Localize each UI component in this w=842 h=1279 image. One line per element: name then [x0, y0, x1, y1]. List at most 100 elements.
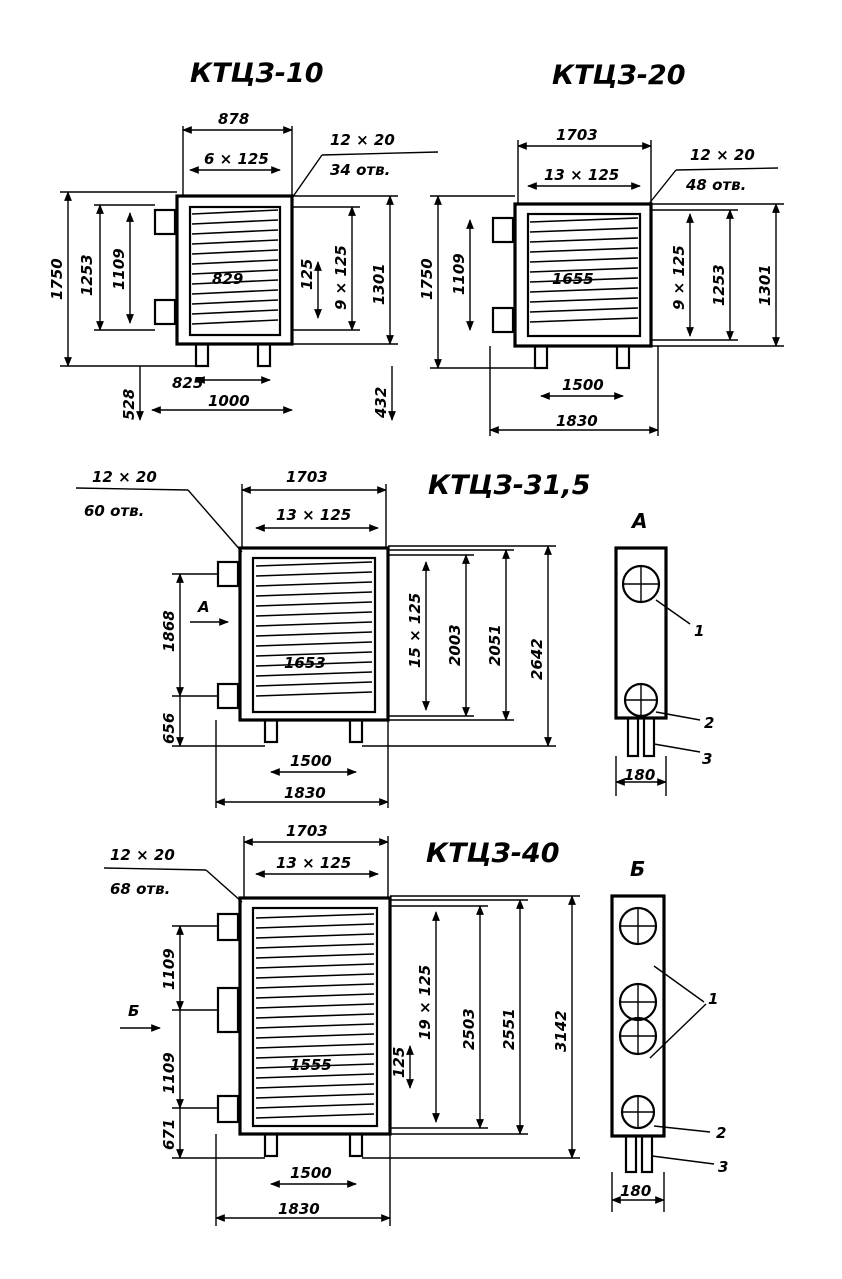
fin-hatching — [255, 913, 375, 1119]
unit-title: КТЦЗ-20 — [552, 60, 686, 91]
dim-inner-width: 1655 — [552, 270, 594, 288]
flange-outlet — [153, 298, 177, 326]
dim-width-total: 1703 — [286, 468, 328, 486]
dim-height-c: 1301 — [756, 264, 774, 306]
dim-height-top-left: 1109 — [160, 948, 178, 990]
support-foot — [194, 342, 210, 368]
dim-pitch-horiz: 13 × 125 — [276, 506, 351, 524]
flange-inlet — [491, 216, 515, 244]
support-foot — [263, 718, 279, 744]
unit-body — [513, 202, 653, 348]
support-foot — [256, 342, 272, 368]
unit-title: КТЦЗ-40 — [426, 838, 560, 869]
dim-height-c: 1301 — [370, 263, 388, 305]
dim-width-total: 1703 — [286, 822, 328, 840]
dim-pitch-horiz: 6 × 125 — [204, 150, 269, 168]
dim-height-b: 2551 — [500, 1008, 518, 1050]
dim-holes-size: 12 × 20 — [110, 846, 175, 864]
flange-outlet — [216, 682, 240, 710]
support-foot — [263, 1132, 279, 1158]
dim-height-a: 2503 — [460, 1008, 478, 1050]
dim-holes-size: 12 × 20 — [92, 468, 157, 486]
dim-pitch-vert: 19 × 125 — [416, 965, 434, 1040]
tube-bundle — [251, 906, 379, 1128]
dim-holes-count: 60 отв. — [84, 502, 144, 520]
dim-height-a: 2003 — [446, 624, 464, 666]
dim-holes-size: 12 × 20 — [690, 146, 755, 164]
flange-middle — [216, 986, 240, 1034]
support-foot — [348, 718, 364, 744]
dim-bottom-offset: 825 — [172, 374, 203, 392]
dim-holes-size: 12 × 20 — [330, 131, 395, 149]
side-view-frame — [610, 894, 666, 1138]
view-marker-a: А — [197, 598, 210, 616]
dim-bottom-inner: 1500 — [290, 752, 332, 770]
unit-ktcz-40: КТЦЗ-40 1703 13 × 125 12 × 20 68 отв. — [103, 822, 580, 1226]
dim-pitch-vert: 9 × 125 — [332, 245, 350, 310]
support-leg — [626, 716, 640, 758]
callout-1: 1 — [694, 622, 704, 640]
unit-body — [238, 896, 392, 1136]
side-view-marker: Б — [630, 857, 645, 881]
dim-height-c: 2642 — [528, 638, 546, 680]
callout-2: 2 — [704, 714, 714, 732]
flange-inlet — [216, 560, 240, 588]
unit-body — [175, 194, 294, 346]
tube-bundle — [526, 212, 642, 338]
dim-pitch-vert: 15 × 125 — [406, 593, 424, 668]
dim-pitch-vert: 9 × 125 — [670, 245, 688, 310]
dim-height-total: 1750 — [418, 258, 436, 300]
unit-ktcz-31-5: КТЦЗ-31,5 1703 13 × 125 12 × 20 60 отв. … — [75, 468, 591, 808]
tube-bundle — [251, 556, 377, 714]
unit-ktcz-20: КТЦЗ-20 1703 13 × 125 12 × 20 48 отв. 17… — [418, 60, 784, 436]
dim-holes-count: 48 отв. — [685, 176, 746, 194]
flange-outlet — [216, 1094, 240, 1124]
fin-hatching — [191, 209, 279, 325]
dim-inner-width: 1555 — [290, 1056, 332, 1074]
dim-height-b: 1109 — [110, 248, 128, 290]
tube-bundle — [188, 205, 282, 337]
callout-3: 3 — [702, 750, 712, 768]
dim-inner-width: 1653 — [284, 654, 326, 672]
dim-height-a: 1253 — [710, 264, 728, 306]
callout-3: 3 — [718, 1158, 728, 1176]
dim-height-total: 1750 — [48, 258, 66, 300]
fin-hatching — [529, 217, 639, 323]
flange-inlet — [216, 912, 240, 942]
callout-2: 2 — [716, 1124, 726, 1142]
dim-pitch-horiz: 13 × 125 — [544, 166, 619, 184]
dim-side-width: 180 — [624, 766, 655, 784]
dim-height-left: 1868 — [160, 610, 178, 652]
dim-holes-count: 68 отв. — [110, 880, 170, 898]
dim-bottom-width: 1000 — [208, 392, 250, 410]
unit-body — [238, 546, 390, 722]
dim-pitch-small: 125 — [298, 259, 316, 290]
dim-bottom-width: 1830 — [556, 412, 598, 430]
dim-pitch-small: 125 — [390, 1047, 408, 1078]
dim-inner-width: 829 — [212, 270, 243, 288]
dim-height-mid-left: 1109 — [160, 1052, 178, 1094]
dim-pitch-horiz: 13 × 125 — [276, 854, 351, 872]
side-view-marker: А — [630, 509, 647, 533]
dim-height-bottom-left: 671 — [160, 1119, 178, 1150]
unit-title: КТЦЗ-31,5 — [428, 470, 591, 501]
support-foot — [348, 1132, 364, 1158]
flange-inlet — [153, 208, 177, 236]
dim-height-b: 1109 — [450, 253, 468, 295]
dim-width-total: 1703 — [556, 126, 598, 144]
dim-width-total: 878 — [218, 110, 249, 128]
dim-height-b: 2051 — [486, 624, 504, 666]
dim-bottom-left: 528 — [120, 389, 138, 420]
dim-bottom-right: 432 — [372, 387, 390, 419]
flange-outlet — [491, 306, 515, 334]
view-marker-b: Б — [128, 1002, 139, 1020]
unit-title: КТЦЗ-10 — [190, 58, 324, 89]
dim-height-c: 3142 — [552, 1010, 570, 1052]
callout-1: 1 — [708, 990, 718, 1008]
support-foot — [533, 344, 549, 370]
dim-bottom-width: 1830 — [278, 1200, 320, 1218]
support-leg — [642, 716, 656, 758]
unit-ktcz-10: КТЦЗ-10 878 6 × 125 12 × 20 34 отв. 1750 — [48, 58, 439, 421]
support-leg — [640, 1134, 654, 1174]
